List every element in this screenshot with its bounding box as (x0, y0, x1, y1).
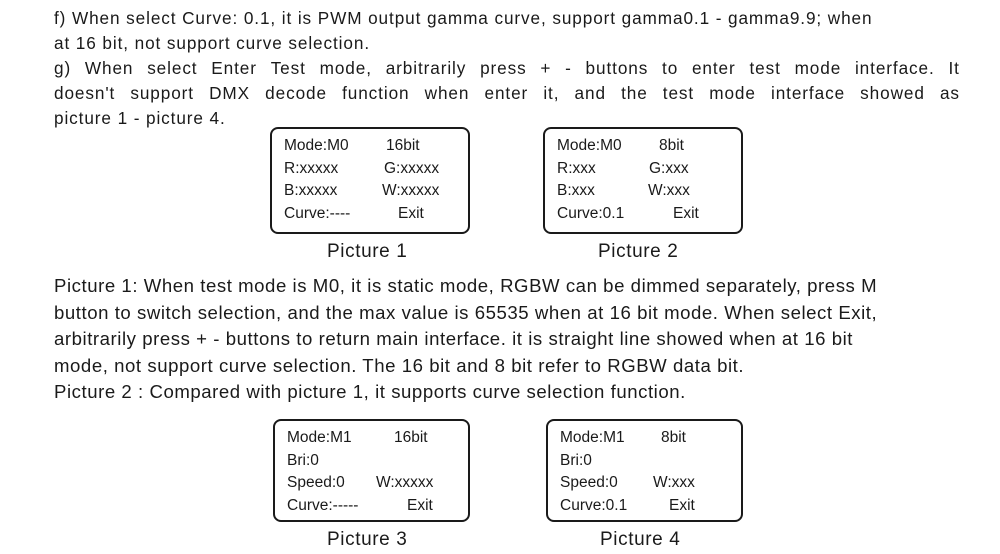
lcd-row: Speed:0 W:xxx (548, 472, 741, 495)
lcd-cell: Curve:0.1 (557, 204, 625, 222)
caption-picture-4: Picture 4 (600, 529, 681, 550)
lcd-cell: Speed:0 (287, 474, 345, 491)
lcd-row: Mode:M0 8bit (545, 135, 741, 158)
caption-picture-2: Picture 2 (598, 241, 679, 262)
explanation-p2-line: Picture 2 : Compared with picture 1, it … (54, 381, 686, 402)
lcd-screen-picture-3: Mode:M1 16bit Bri:0 Speed:0 W:xxxxx Curve:… (273, 419, 470, 522)
lcd-cell: B:xxxxx (284, 182, 338, 199)
lcd-cell: Mode:M1 (560, 429, 625, 446)
explanation-p1-line-1: Picture 1: When test mode is M0, it is s… (54, 275, 878, 296)
lcd-cell: B:xxx (557, 182, 595, 199)
lcd-cell: 16bit (386, 137, 420, 154)
lcd-row: Bri:0 (548, 450, 741, 473)
lcd-cell: 8bit (659, 137, 684, 154)
explanation-p1-line-2: button to switch selection, and the max … (54, 301, 878, 323)
lcd-cell: W:xxx (653, 474, 695, 491)
lcd-cell: Exit (669, 496, 695, 514)
lcd-cell: W:xxx (648, 182, 690, 199)
lcd-cell: Curve:0.1 (560, 496, 628, 514)
lcd-row: Bri:0 (275, 450, 468, 473)
lcd-row: R:xxx G:xxx (545, 158, 741, 181)
lcd-cell: Speed:0 (560, 474, 618, 491)
intro-text: f) When select Curve: 0.1, it is PWM out… (54, 6, 960, 131)
explanation-text: Picture 1: When test mode is M0, it is s… (54, 273, 877, 406)
lcd-cell: Curve:----- (287, 496, 359, 514)
lcd-cell: Curve:---- (284, 204, 351, 222)
caption-picture-3: Picture 3 (327, 529, 408, 550)
lcd-screen-picture-4: Mode:M1 8bit Bri:0 Speed:0 W:xxx Curve:0.1… (546, 419, 743, 522)
lcd-cell: W:xxxxx (376, 474, 434, 491)
lcd-row: R:xxxxx G:xxxxx (272, 158, 468, 181)
lcd-cell: Bri:0 (287, 451, 319, 469)
intro-g-line-3: picture 1 - picture 4. (54, 108, 226, 128)
lcd-cell: R:xxxxx (284, 159, 339, 177)
lcd-cell: 16bit (394, 429, 428, 446)
lcd-cell: Bri:0 (560, 451, 592, 469)
lcd-cell: Exit (407, 496, 433, 514)
explanation-p1-line-4: mode, not support curve selection. The 1… (54, 354, 745, 376)
lcd-cell: Mode:M0 (284, 137, 349, 154)
lcd-row: Curve:0.1 Exit (548, 495, 741, 518)
lcd-cell: G:xxx (649, 159, 689, 177)
lcd-screen-picture-2: Mode:M0 8bit R:xxx G:xxx B:xxx W:xxx Curve:… (543, 127, 743, 234)
lcd-cell: W:xxxxx (382, 182, 440, 199)
lcd-row: Curve:---- Exit (272, 203, 468, 226)
lcd-row: B:xxxxx W:xxxxx (272, 180, 468, 203)
lcd-cell: Mode:M0 (557, 137, 622, 154)
lcd-cell: Exit (673, 204, 699, 222)
lcd-row: B:xxx W:xxx (545, 180, 741, 203)
explanation-p1-line-3: arbitrarily press + - buttons to return … (54, 328, 854, 349)
lcd-row: Mode:M1 8bit (548, 427, 741, 450)
lcd-cell: R:xxx (557, 159, 596, 177)
intro-f-line-1: f) When select Curve: 0.1, it is PWM out… (54, 8, 873, 28)
lcd-row: Mode:M1 16bit (275, 427, 468, 450)
caption-picture-1: Picture 1 (327, 241, 408, 262)
lcd-cell: 8bit (661, 429, 686, 446)
lcd-cell: Mode:M1 (287, 429, 352, 446)
lcd-row: Curve:----- Exit (275, 495, 468, 518)
lcd-screen-picture-1: Mode:M0 16bit R:xxxxx G:xxxxx B:xxxxx W:xxx… (270, 127, 470, 234)
lcd-cell: G:xxxxx (384, 159, 440, 177)
lcd-row: Mode:M0 16bit (272, 135, 468, 158)
lcd-row: Speed:0 W:xxxxx (275, 472, 468, 495)
intro-f-line-2: at 16 bit, not support curve selection. (54, 33, 370, 53)
lcd-row: Curve:0.1 Exit (545, 203, 741, 226)
lcd-cell: Exit (398, 204, 424, 222)
